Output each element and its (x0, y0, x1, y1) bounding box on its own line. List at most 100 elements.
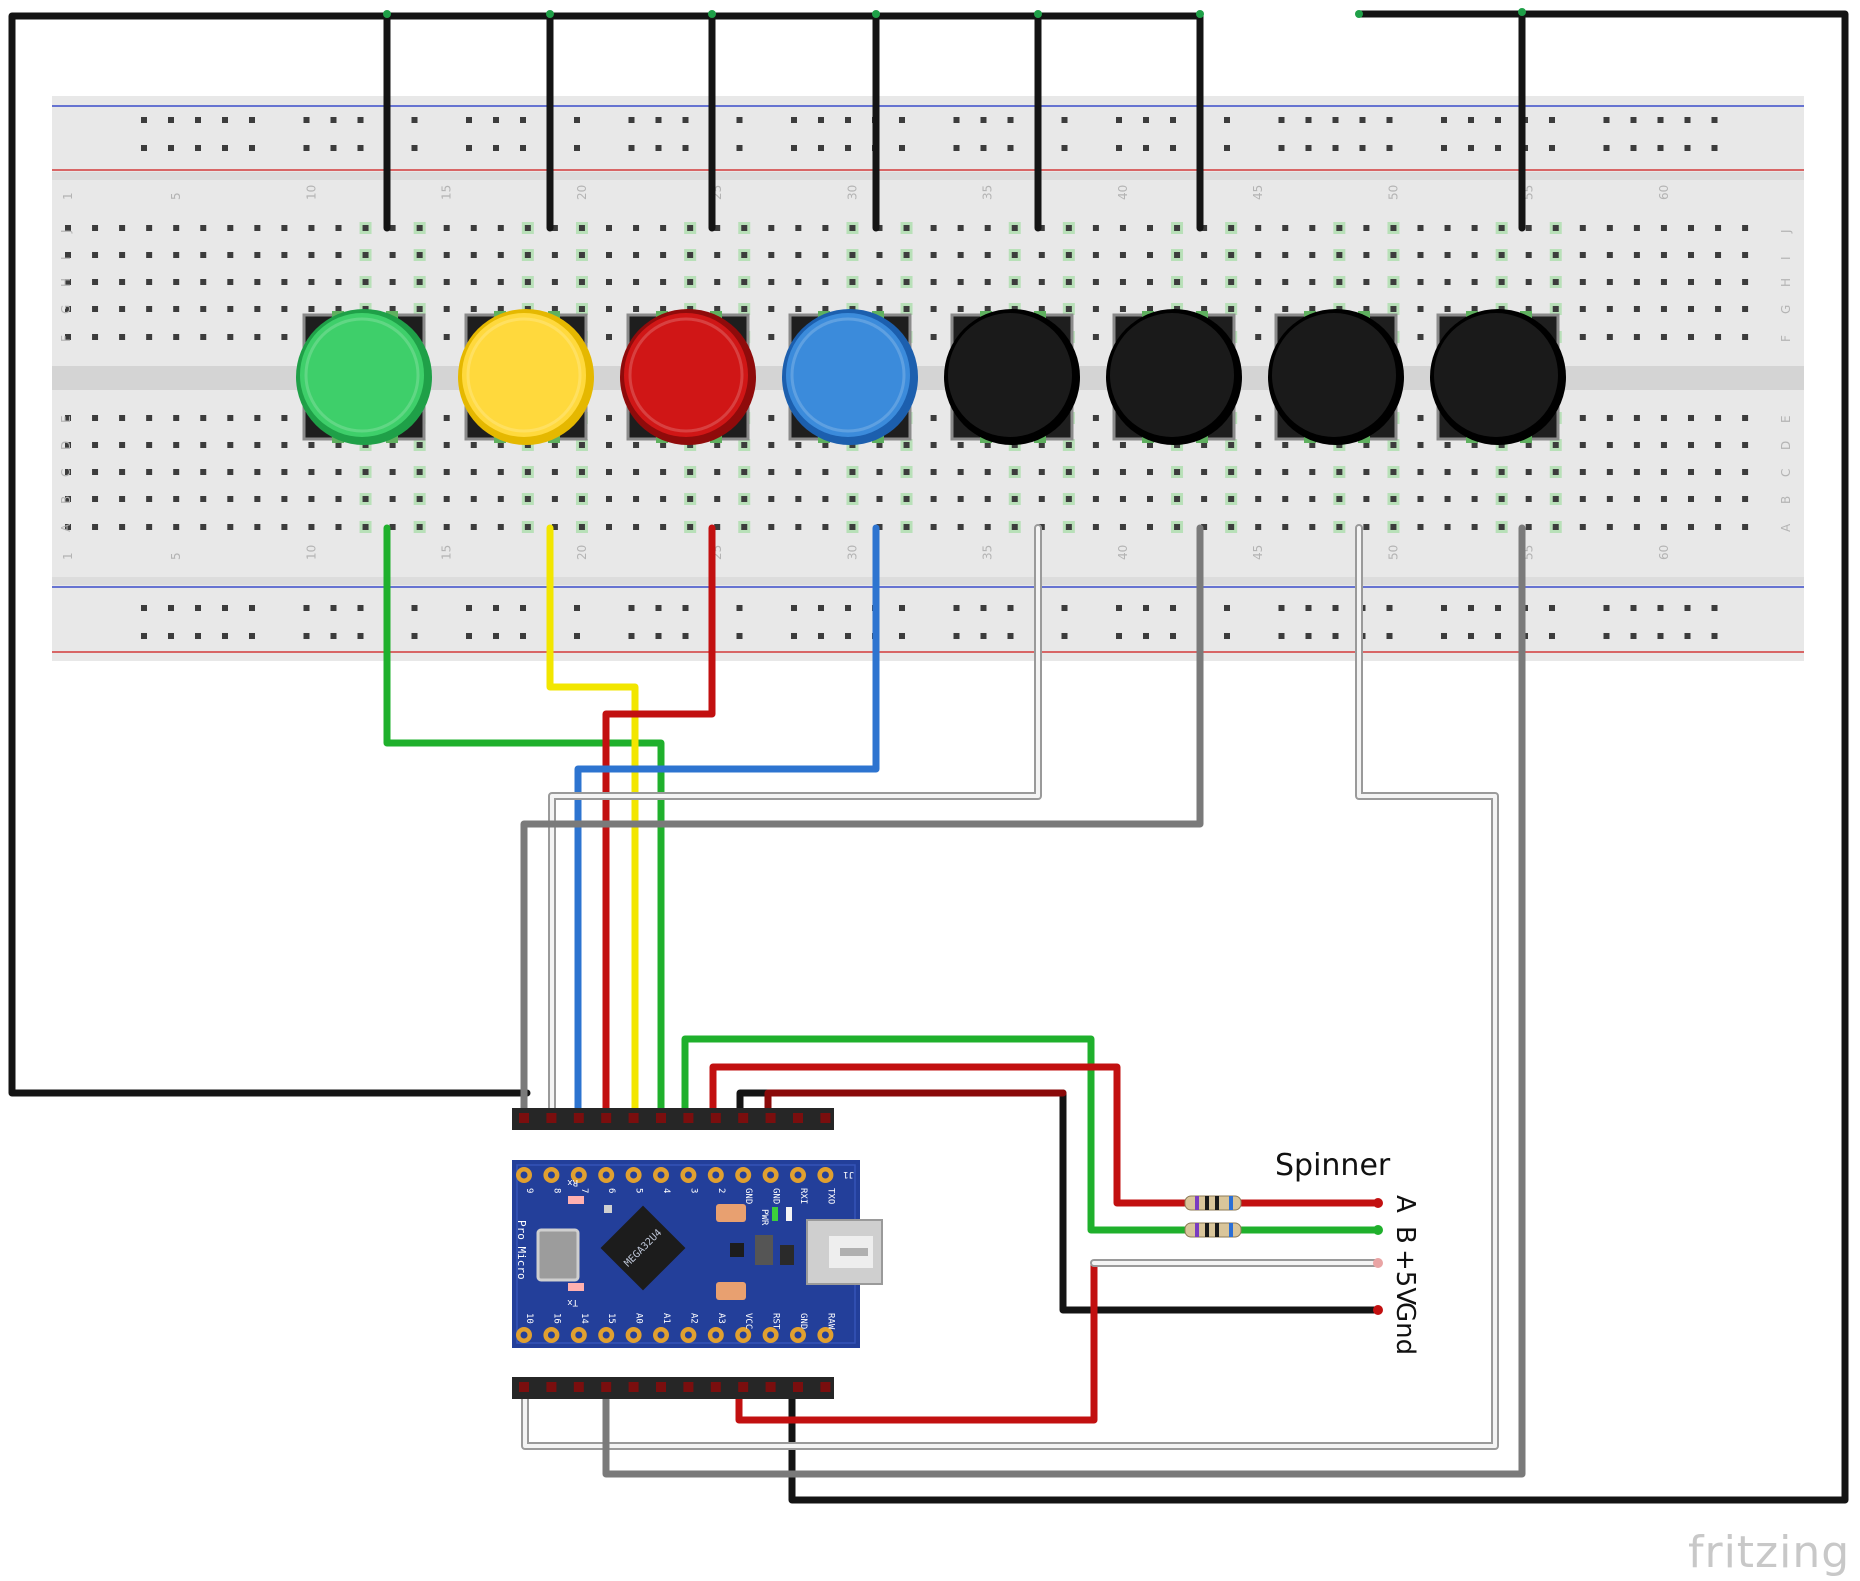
pin-label-bottom: 10 (524, 1313, 534, 1324)
header-pin (738, 1382, 749, 1392)
header-pin (628, 1113, 639, 1123)
push-button-black-7[interactable] (1268, 309, 1404, 445)
row-letter: I (1779, 256, 1793, 260)
row-letter: E (1779, 415, 1793, 423)
rx-label: Rx (567, 1177, 578, 1187)
column-number: 30 (845, 185, 859, 200)
row-letter: F (59, 335, 73, 342)
header-pin (710, 1382, 721, 1392)
pin-label-bottom: GND (798, 1313, 808, 1329)
wire-end-dots-spinner (1373, 1198, 1383, 1315)
column-number: 30 (845, 545, 859, 560)
wires (8, 8, 1849, 1504)
row-letter: H (1779, 278, 1793, 287)
push-button-green-1[interactable] (296, 309, 432, 445)
wire-blue-button-4 (574, 524, 880, 1122)
push-button-red-3[interactable] (620, 309, 756, 445)
row-letter: D (1779, 441, 1793, 450)
pin-label-top: 6 (606, 1188, 616, 1193)
header-pin (765, 1113, 776, 1123)
resistor-b (1184, 1222, 1242, 1238)
resistors (1184, 1195, 1242, 1238)
wire-black-outer-left (8, 12, 1204, 1097)
spinner-label-a: A (1390, 1195, 1420, 1213)
header-pin (519, 1113, 529, 1123)
push-button-black-8[interactable] (1430, 309, 1566, 445)
header-pin (820, 1382, 831, 1392)
row-letter: I (59, 256, 73, 260)
spinner-title: Spinner (1275, 1148, 1391, 1183)
header-pin (683, 1113, 694, 1123)
column-number: 1 (61, 552, 75, 560)
wire-black-top-jumpers (383, 12, 1042, 232)
breadboard-column-numbers: 1155101015152020252530303535404045455050… (61, 185, 1671, 560)
header-pin (546, 1113, 557, 1123)
header-pin (656, 1382, 666, 1392)
push-button-blue-4[interactable] (782, 309, 918, 445)
pin-label-top: 4 (661, 1188, 671, 1193)
wire-green-button-1 (383, 524, 665, 1122)
wire-gray-button-6 (520, 524, 1204, 1122)
column-number: 50 (1386, 185, 1400, 200)
row-letter: F (1779, 335, 1793, 342)
wire-black-outer-right (788, 10, 1849, 1504)
row-letter: B (1779, 496, 1793, 504)
column-number: 10 (304, 545, 318, 560)
column-number: 40 (1116, 545, 1130, 560)
header-pin (820, 1113, 831, 1123)
wire-red-button-3 (602, 524, 716, 1122)
column-number: 45 (1251, 185, 1265, 200)
column-number: 20 (575, 545, 589, 560)
header-pin (765, 1382, 776, 1392)
pin-label-top: TXO (825, 1188, 835, 1204)
pin-label-top: 8 (551, 1188, 561, 1193)
spinner-labels: Spinner A B +5V Gnd (1275, 1148, 1420, 1355)
column-number: 50 (1386, 545, 1400, 560)
push-button-yellow-2[interactable] (458, 309, 594, 445)
column-number: 10 (304, 185, 318, 200)
header-pin (738, 1113, 749, 1123)
pin-label-bottom: A2 (688, 1313, 698, 1324)
header-pin (793, 1113, 803, 1123)
pin-label-bottom: A0 (634, 1313, 644, 1324)
wire-red-spinner-a (709, 1063, 1189, 1207)
push-button-black-5[interactable] (944, 309, 1080, 445)
push-buttons (296, 309, 1566, 445)
column-number: 20 (575, 185, 589, 200)
wire-end-dots-top (383, 8, 1526, 18)
header-pin (519, 1382, 529, 1392)
pwr-label: PWR (759, 1209, 769, 1226)
pin-label-bottom: 14 (579, 1313, 589, 1324)
header-pin (573, 1113, 584, 1123)
row-letter: J (1779, 229, 1793, 234)
crystal (536, 1228, 580, 1282)
header-pin (546, 1382, 557, 1392)
resistor-a (1184, 1195, 1242, 1211)
pin-label-bottom: A3 (716, 1313, 726, 1324)
row-letter: C (1779, 469, 1793, 477)
column-number: 45 (1251, 545, 1265, 560)
header-pin (710, 1113, 721, 1123)
row-letter: G (1779, 305, 1793, 314)
row-letter: E (59, 415, 73, 423)
pin-label-bottom: RST (771, 1313, 781, 1330)
column-number: 35 (981, 545, 995, 560)
header-pin (683, 1382, 694, 1392)
pin-label-top: 2 (716, 1188, 726, 1193)
header-pin (656, 1113, 666, 1123)
column-number: 5 (169, 552, 183, 560)
column-number: 1 (61, 192, 75, 200)
header-pin (793, 1382, 803, 1392)
row-letter: A (1779, 523, 1793, 532)
header-pin (601, 1113, 612, 1123)
pin-label-top: 7 (579, 1188, 589, 1193)
pin-label-bottom: VCC (743, 1313, 753, 1329)
wire-yellow-button-2 (546, 524, 639, 1122)
pin-label-top: 3 (688, 1188, 698, 1193)
pin-label-top: GND (771, 1188, 781, 1204)
column-number: 5 (169, 192, 183, 200)
push-button-black-6[interactable] (1106, 309, 1242, 445)
header-top (512, 1108, 834, 1130)
